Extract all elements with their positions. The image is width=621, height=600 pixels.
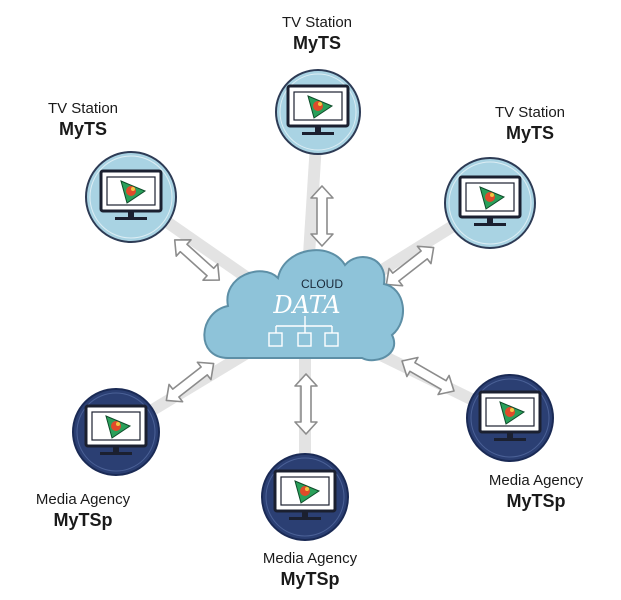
media-agency-label-1: Media Agency MyTSp [0, 491, 173, 531]
tv-station-node [85, 151, 177, 243]
tv-station-label-3: TV Station MyTS [440, 104, 620, 144]
node-ring [265, 457, 345, 537]
node-ring [279, 73, 357, 151]
node-name: MyTS [505, 123, 554, 143]
node-role: TV Station [47, 100, 119, 117]
node-role: TV Station [494, 104, 566, 121]
node-role: Media Agency [262, 550, 358, 567]
node-name: MyTS [292, 33, 341, 53]
tv-station-node [444, 157, 536, 249]
node-role: TV Station [281, 14, 353, 31]
cloud-label-top: CLOUD [301, 277, 343, 291]
tv-station-label-2: TV Station MyTS [0, 100, 173, 140]
node-name: MyTSp [53, 510, 113, 530]
double-arrow-icon [158, 354, 222, 410]
media-agency-label-2: Media Agency MyTSp [220, 550, 400, 590]
cloud-shape [203, 249, 404, 362]
tv-station-label-1: TV Station MyTS [227, 14, 407, 54]
cloud-node: CLOUD DATA [203, 249, 404, 362]
media-agency-node [261, 453, 349, 541]
hierarchy-icon [268, 316, 339, 347]
node-ring [448, 161, 532, 245]
cloud-label-main: DATA [272, 291, 340, 319]
node-ring [470, 378, 550, 458]
node-role: Media Agency [35, 491, 131, 508]
node-name: MyTS [58, 119, 107, 139]
media-agency-label-3: Media Agency MyTSp [446, 472, 621, 512]
media-agency-node [466, 374, 554, 462]
media-agency-node [72, 388, 160, 476]
node-ring [89, 155, 173, 239]
double-arrow-icon [294, 373, 318, 435]
tv-station-node [275, 69, 361, 155]
node-role: Media Agency [488, 472, 584, 489]
node-name: MyTSp [506, 491, 566, 511]
node-name: MyTSp [280, 569, 340, 589]
node-ring [76, 392, 156, 472]
